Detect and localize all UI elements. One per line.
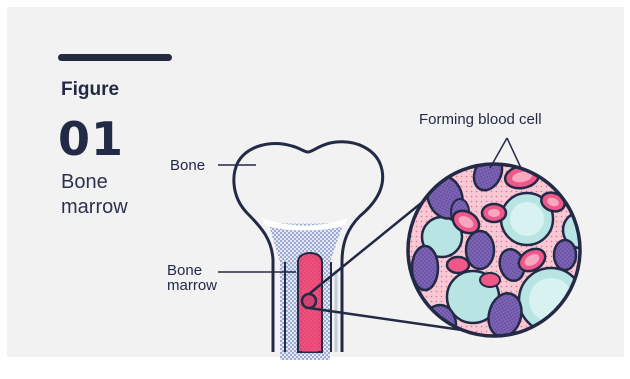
purple-cell bbox=[466, 231, 494, 269]
pink-cell bbox=[480, 273, 500, 287]
bone-label: Bone bbox=[170, 158, 205, 173]
forming-blood-cell-label: Forming blood cell bbox=[419, 112, 542, 127]
magnified-marrow-view bbox=[408, 151, 599, 345]
bone-marrow-label: Bone marrow bbox=[167, 263, 223, 293]
pink-cell bbox=[447, 257, 469, 273]
purple-cell bbox=[554, 240, 576, 270]
